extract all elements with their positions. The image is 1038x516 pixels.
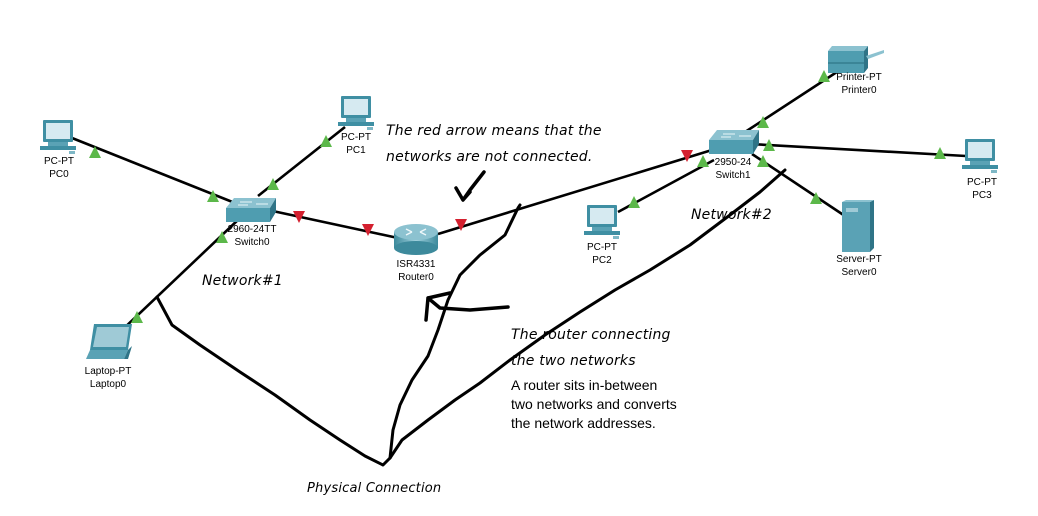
router-pointer-arrow-icon xyxy=(424,291,510,322)
device-label-printer0: Printer-PT Printer0 xyxy=(814,71,904,97)
device-name: Laptop0 xyxy=(89,379,127,390)
device-router0[interactable] xyxy=(394,224,438,255)
device-pc3[interactable] xyxy=(962,139,998,173)
link-up-marker xyxy=(89,146,101,158)
physical-connection-line-left xyxy=(155,295,392,467)
red-arrow-pointer-icon xyxy=(454,170,486,202)
link-up-marker xyxy=(934,147,946,159)
description-line: A router sits in-between xyxy=(511,377,658,393)
device-name: PC2 xyxy=(592,255,612,266)
device-model: PC-PT xyxy=(341,132,371,143)
device-pc2[interactable] xyxy=(584,205,620,239)
printer-icon xyxy=(828,46,884,73)
device-label-pc1: PC-PT PC1 xyxy=(311,131,401,157)
device-label-server0: Server-PT Server0 xyxy=(814,253,904,279)
router-icon xyxy=(394,224,438,255)
server-icon xyxy=(842,200,874,252)
physical-connection-label: Physical Connection xyxy=(307,481,442,496)
router-description: A router sits in-between two networks an… xyxy=(511,376,677,433)
device-switch0[interactable] xyxy=(226,198,276,222)
pc-icon xyxy=(584,205,620,239)
link-up-marker xyxy=(697,155,709,167)
description-line: two networks and converts xyxy=(511,396,677,412)
device-model: Laptop-PT xyxy=(84,366,132,377)
device-model: Server-PT xyxy=(836,254,882,265)
device-name: Switch1 xyxy=(715,170,751,181)
pc-icon xyxy=(962,139,998,173)
device-label-router0: ISR4331 Router0 xyxy=(371,258,461,284)
device-label-switch0: 2960-24TT Switch0 xyxy=(207,223,297,249)
device-name: PC0 xyxy=(49,169,69,180)
device-printer0[interactable] xyxy=(828,46,884,73)
link-pc3-switch1[interactable] xyxy=(749,142,967,158)
description-line: the network addresses. xyxy=(511,415,656,431)
device-name: Server0 xyxy=(841,267,877,278)
link-status-markers xyxy=(89,70,946,323)
pc-icon xyxy=(338,96,374,130)
device-model: ISR4331 xyxy=(396,259,436,270)
device-name: PC1 xyxy=(346,145,366,156)
link-up-marker xyxy=(818,70,830,82)
annotation-line: the two networks xyxy=(511,353,636,369)
network2-label: Network#2 xyxy=(691,207,772,223)
hand-drawn-marks xyxy=(155,168,787,467)
device-pc1[interactable] xyxy=(338,96,374,130)
network1-label: Network#1 xyxy=(202,273,283,289)
device-label-laptop0: Laptop-PT Laptop0 xyxy=(63,365,153,391)
device-model: PC-PT xyxy=(587,242,617,253)
device-name: Printer0 xyxy=(841,85,877,96)
link-up-marker xyxy=(267,178,279,190)
link-up-marker xyxy=(757,155,769,167)
link-router0-switch1[interactable] xyxy=(437,148,713,236)
switch-icon xyxy=(709,130,759,154)
link-up-marker xyxy=(320,135,332,147)
laptop-icon xyxy=(86,324,132,359)
device-pc0[interactable] xyxy=(40,120,76,154)
device-model: 2950-24 xyxy=(714,157,752,168)
pc-icon xyxy=(40,120,76,154)
links xyxy=(71,66,967,333)
link-up-marker xyxy=(207,190,219,202)
link-down-marker xyxy=(681,150,693,162)
annotation-line: networks are not connected. xyxy=(386,149,593,165)
link-up-marker xyxy=(763,139,775,151)
device-label-pc0: PC-PT PC0 xyxy=(14,155,104,181)
router-annotation: The router connecting the two networks xyxy=(511,322,671,374)
link-switch0-router0[interactable] xyxy=(267,208,399,240)
device-model: Printer-PT xyxy=(836,72,882,83)
device-server0[interactable] xyxy=(842,200,874,252)
device-switch1[interactable] xyxy=(709,130,759,154)
device-model: 2960-24TT xyxy=(227,224,277,235)
link-up-marker xyxy=(131,311,143,323)
device-name: Router0 xyxy=(398,272,434,283)
device-label-pc3: PC-PT PC3 xyxy=(937,176,1027,202)
device-name: Switch0 xyxy=(234,237,270,248)
switch-icon xyxy=(226,198,276,222)
device-name: PC3 xyxy=(972,190,992,201)
link-up-marker xyxy=(757,116,769,128)
link-up-marker xyxy=(810,192,822,204)
annotation-line: The red arrow means that the xyxy=(386,123,602,139)
link-down-marker xyxy=(455,219,467,231)
device-label-switch1: 2950-24 Switch1 xyxy=(688,156,778,182)
link-up-marker xyxy=(628,196,640,208)
device-label-pc2: PC-PT PC2 xyxy=(557,241,647,267)
red-arrow-annotation: The red arrow means that the networks ar… xyxy=(386,118,602,170)
physical-connection-line-right xyxy=(388,168,787,460)
device-model: PC-PT xyxy=(44,156,74,167)
link-down-marker xyxy=(362,224,374,236)
annotation-line: The router connecting xyxy=(511,327,671,343)
physical-connection-line-middle xyxy=(388,203,522,460)
link-down-marker xyxy=(293,211,305,223)
device-laptop0[interactable] xyxy=(86,324,132,359)
link-up-marker xyxy=(216,231,228,243)
device-model: PC-PT xyxy=(967,177,997,188)
